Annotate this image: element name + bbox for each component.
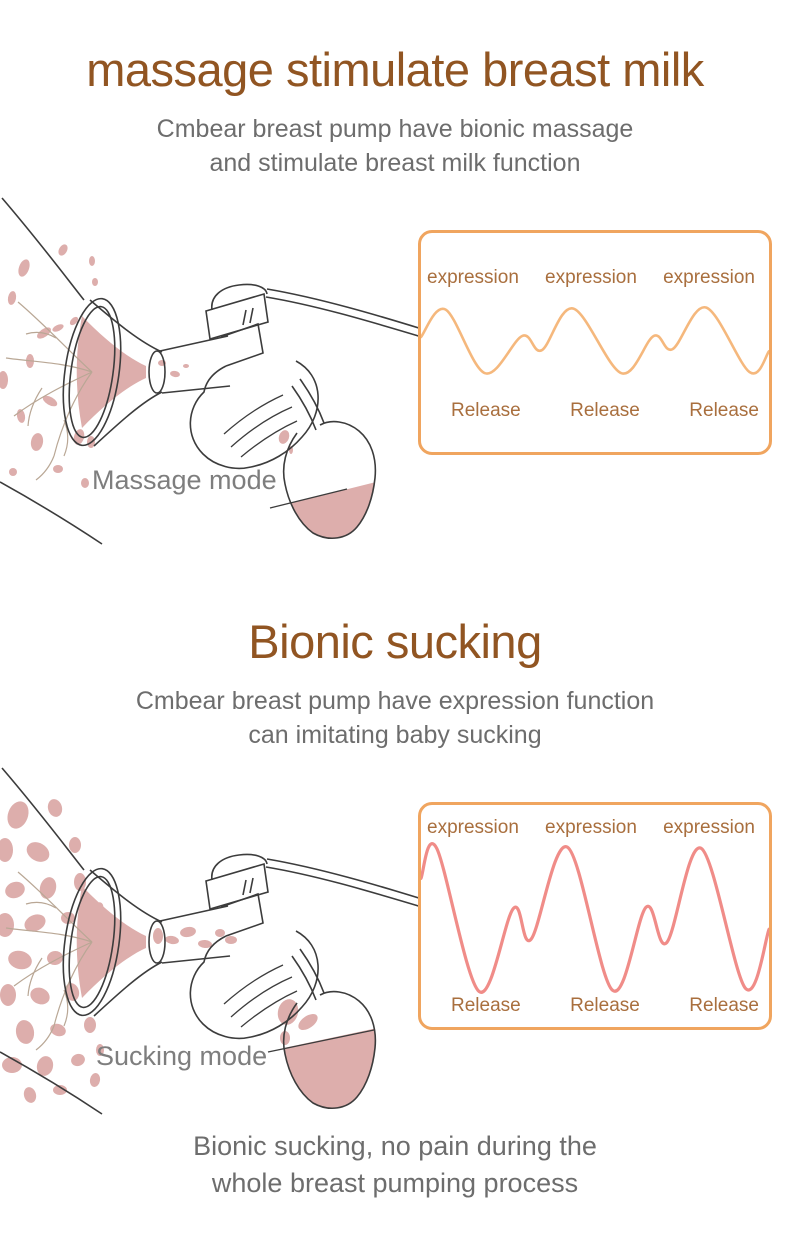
bottom-caption: Bionic sucking, no pain during the whole…	[0, 1128, 790, 1202]
massage-pattern-box: expression expression expression Release…	[418, 230, 772, 455]
bottom-caption-line2: whole breast pumping process	[211, 1168, 579, 1198]
expression-label: expression	[663, 267, 755, 288]
air-tube	[266, 288, 423, 330]
pump-body	[189, 360, 319, 470]
sucking-subtitle-line1: Cmbear breast pump have expression funct…	[135, 687, 655, 715]
milk-surface-line	[267, 1029, 375, 1053]
massage-subtitle-line2: and stimulate breast milk function	[209, 149, 581, 177]
release-label: Release	[570, 400, 640, 421]
milk-surface-line	[269, 488, 348, 509]
release-label: Release	[451, 995, 521, 1016]
release-label: Release	[570, 995, 640, 1016]
bottle	[282, 990, 377, 1110]
release-row: Release Release Release	[421, 995, 769, 1017]
release-label: Release	[451, 400, 521, 421]
sucking-mode-illustration	[0, 767, 423, 1115]
pump-kit-outline	[62, 283, 423, 540]
expression-row: expression expression expression	[421, 267, 769, 289]
breast-outline	[0, 197, 103, 545]
release-label: Release	[689, 995, 759, 1016]
massage-wave-chart	[421, 306, 769, 375]
milk-in-bottle	[283, 1019, 376, 1109]
bottom-caption-line1: Bionic sucking, no pain during the	[193, 1131, 597, 1161]
expression-label: expression	[545, 817, 637, 838]
expression-row: expression expression expression	[421, 817, 769, 839]
expression-label: expression	[545, 267, 637, 288]
flange-milk-wedge	[76, 316, 146, 428]
sucking-subtitle-line2: can imitating baby sucking	[248, 721, 542, 749]
massage-subtitle: Cmbear breast pump have bionic massage a…	[0, 112, 790, 180]
sucking-mode-label: Sucking mode	[96, 1041, 268, 1071]
sucking-pattern-box: expression expression expression Release…	[418, 802, 772, 1030]
sucking-wave-chart	[421, 842, 769, 994]
massage-mode-label: Massage mode	[92, 465, 277, 495]
bottle	[282, 420, 377, 540]
expression-label: expression	[427, 267, 519, 288]
release-row: Release Release Release	[421, 400, 769, 422]
breast-tissue-blobs	[0, 799, 318, 1103]
air-tube	[266, 858, 423, 900]
pump-body	[189, 930, 319, 1040]
release-label: Release	[689, 400, 759, 421]
sucking-subtitle: Cmbear breast pump have expression funct…	[0, 684, 790, 752]
massage-title: massage stimulate breast milk	[86, 43, 704, 96]
massage-mode-illustration	[0, 197, 423, 545]
massage-subtitle-line1: Cmbear breast pump have bionic massage	[156, 115, 634, 143]
sucking-title: Bionic sucking	[248, 615, 542, 668]
pump-kit-outline	[62, 853, 423, 1110]
flange-milk-wedge	[76, 886, 146, 998]
expression-label: expression	[663, 817, 755, 838]
milk-ducts	[5, 871, 93, 1051]
expression-label: expression	[427, 817, 519, 838]
breast-outline	[0, 767, 103, 1115]
